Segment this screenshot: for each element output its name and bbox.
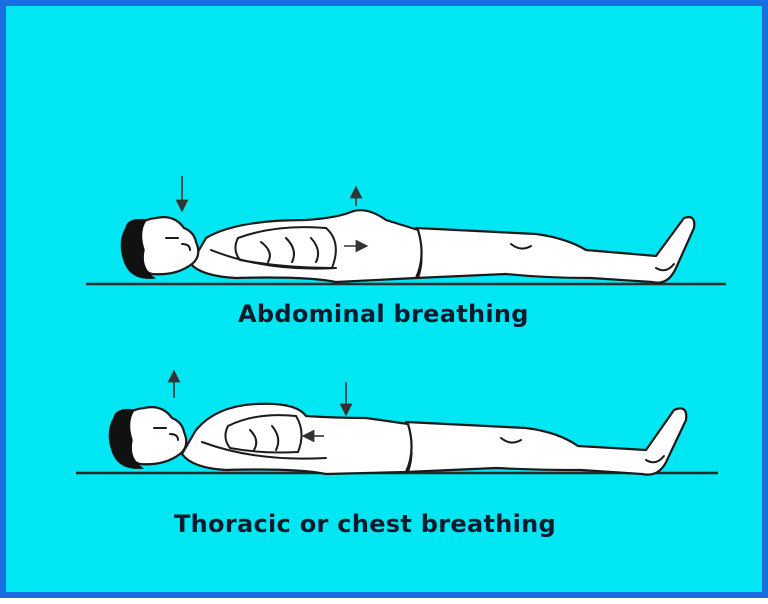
abdominal-breathing-caption: Abdominal breathing <box>238 300 529 328</box>
legs-top <box>416 217 694 283</box>
thoracic-breathing-caption: Thoracic or chest breathing <box>174 510 556 538</box>
legs-bottom <box>406 408 686 474</box>
abdominal-breathing-figure <box>86 176 726 284</box>
thoracic-breathing-figure <box>76 376 718 475</box>
